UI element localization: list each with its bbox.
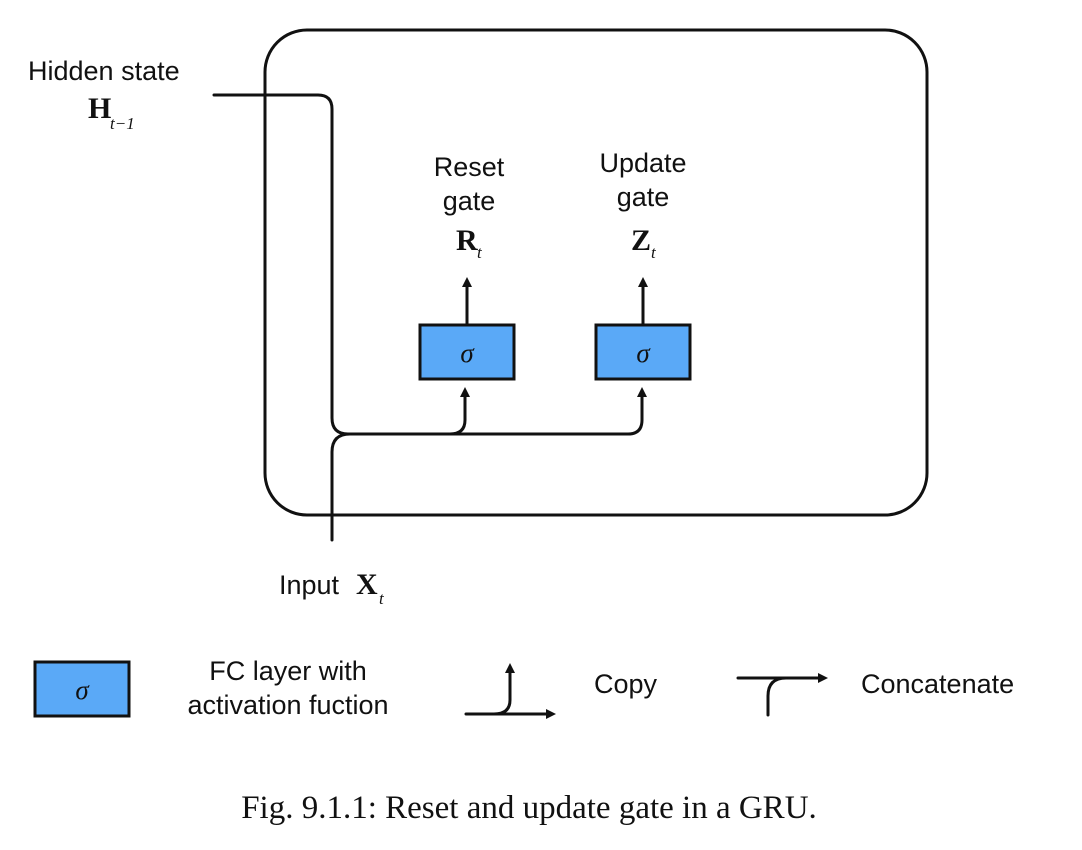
legend-fc-label-line2: activation fuction xyxy=(187,690,388,720)
svg-text:Z: Z xyxy=(631,224,651,257)
hidden-state-symbol: H t−1 xyxy=(88,92,135,133)
legend-fc-sigma: σ xyxy=(75,675,90,705)
update-gate-label-line2: gate xyxy=(617,182,670,212)
input-subscript: t xyxy=(379,589,385,608)
legend-concatenate-join xyxy=(766,676,788,717)
input-label: Input xyxy=(279,570,340,600)
legend-copy-branch-arrow xyxy=(492,663,515,716)
legend-concatenate: Concatenate xyxy=(736,669,1014,717)
legend-fc-label-line1: FC layer with xyxy=(209,656,367,686)
input-label-group: Input X t xyxy=(279,568,385,608)
svg-text:H: H xyxy=(88,92,111,125)
input-wire xyxy=(330,432,352,542)
update-gate-label-line1: Update xyxy=(599,148,686,178)
update-gate-sigma: σ xyxy=(636,338,651,368)
svg-text:t−1: t−1 xyxy=(110,114,135,133)
svg-text:R: R xyxy=(456,224,478,257)
legend-fc-layer: σ FC layer with activation fuction xyxy=(33,656,389,720)
hidden-state-wire xyxy=(212,93,470,436)
svg-text:t: t xyxy=(477,243,483,262)
reset-gate-sigma: σ xyxy=(460,338,475,368)
legend-copy-label: Copy xyxy=(594,669,658,699)
legend-fc-box xyxy=(33,660,131,718)
reset-gate-label-line1: Reset xyxy=(434,152,505,182)
update-gate-branch-wire xyxy=(448,387,647,436)
legend-concatenate-label: Concatenate xyxy=(861,669,1014,699)
svg-text:t: t xyxy=(651,243,657,262)
update-gate-symbol: Z t xyxy=(631,224,657,262)
reset-gate-label-line2: gate xyxy=(443,186,496,216)
legend-copy: Copy xyxy=(464,663,658,719)
reset-gate-fc-box xyxy=(418,323,516,381)
hidden-state-label: Hidden state xyxy=(28,56,180,86)
gru-cell-frame xyxy=(263,28,929,517)
update-gate-fc-box xyxy=(594,323,692,381)
input-symbol: X xyxy=(356,568,378,601)
reset-gate-symbol: R t xyxy=(456,224,483,262)
figure-caption: Fig. 9.1.1: Reset and update gate in a G… xyxy=(241,790,817,826)
